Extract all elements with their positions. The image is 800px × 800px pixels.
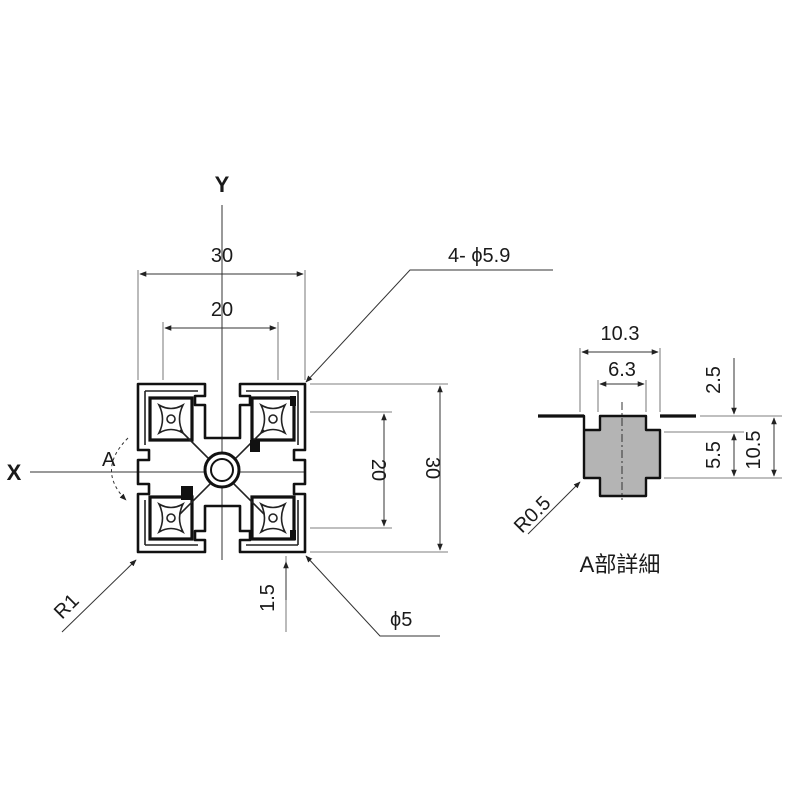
leader-r0-5 [527,481,581,535]
dim-width-20: 20 [211,299,233,321]
corner-cavity-bottom-left [148,495,194,541]
dim-height-30: 30 [421,457,443,479]
dim-width-30: 30 [211,245,233,267]
dim-slot-6-3: 6.3 [608,359,636,381]
radius-r1: R1 [50,590,84,624]
dim-depth-5-5: 5.5 [703,441,725,469]
radius-r0-5: R0.5 [510,492,555,537]
corner-cavity-bottom-right [250,495,296,541]
holes-note: 4- ϕ5.9 [448,245,510,267]
corner-cavity-top-left [148,396,194,442]
detail-a-title: A部詳細 [580,552,661,577]
leader-center-bore [305,555,440,637]
profile-inner-wall [144,390,299,546]
x-axis-label: X [7,460,22,485]
leader-r1 [61,559,137,633]
center-bore-note: ϕ5 [390,609,412,631]
section-a-arc [111,437,129,501]
center-core [250,440,260,452]
center-core [181,486,193,500]
corner-cavity-top-right [250,396,296,442]
y-axis-label: Y [215,172,230,197]
leader-holes [305,269,553,383]
dim-wall-1-5: 1.5 [257,584,279,612]
dim-slot-10-3: 10.3 [601,323,640,345]
section-a-label: A [102,449,116,471]
center-bore-inner [210,458,234,482]
dim-depth-2-5: 2.5 [703,366,725,394]
dim-depth-10-5: 10.5 [743,431,765,470]
dim-height-20: 20 [367,459,389,481]
detail-a-view: 10.3 6.3 2.5 5.5 10.5 R0.5 A部詳細 [510,323,782,577]
profile-outline [136,382,307,554]
main-profile-view: Y X [7,172,553,637]
